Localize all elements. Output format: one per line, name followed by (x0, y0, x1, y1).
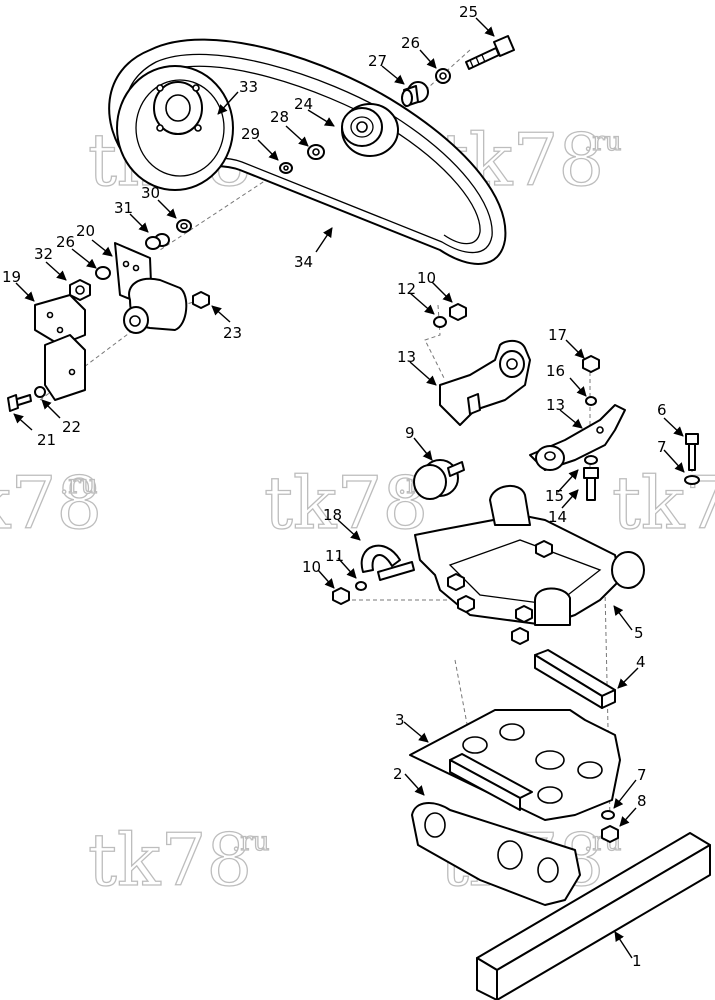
washer-26b (95, 266, 111, 280)
bolt-21 (7, 394, 32, 412)
callout-9: 9 (405, 424, 415, 442)
callout-11: 11 (325, 547, 344, 565)
washer-11 (355, 581, 367, 591)
svg-text:tk78: tk78 (264, 461, 428, 545)
callout-20: 20 (76, 222, 95, 240)
washer-7b (601, 810, 615, 820)
callout-16: 16 (546, 362, 565, 380)
callout-15: 15 (545, 487, 564, 505)
callout-labels: 1 2 3 4 5 6 7 7 8 9 10 10 11 12 13 13 14… (2, 3, 667, 970)
washer-30-hole (180, 222, 188, 230)
u-clamp-18 (360, 544, 415, 581)
callout-7-upper: 7 (657, 438, 667, 456)
callout-24: 24 (294, 95, 313, 113)
nut-32 (69, 279, 91, 301)
skid-bar-1 (476, 832, 711, 1000)
svg-text:.ru: .ru (232, 827, 269, 857)
callout-7-lower: 7 (637, 766, 647, 784)
callout-10-upper: 10 (417, 269, 436, 287)
callout-13-right: 13 (546, 396, 565, 414)
nut-10b (332, 587, 350, 605)
bolt-15 (583, 467, 599, 501)
callout-17: 17 (548, 326, 567, 344)
svg-text:.ru: .ru (60, 470, 97, 500)
callout-leaders (13, 17, 685, 959)
callout-22: 22 (62, 418, 81, 436)
callout-29: 29 (241, 125, 260, 143)
callout-28: 28 (270, 108, 289, 126)
callout-13-left: 13 (397, 348, 416, 366)
callout-30: 30 (141, 184, 160, 202)
spacer-27 (401, 81, 429, 107)
callout-2: 2 (393, 765, 403, 783)
callout-4: 4 (636, 653, 646, 671)
callout-10-lower: 10 (302, 558, 321, 576)
callout-32: 32 (34, 245, 53, 263)
watermark: tk78 (611, 460, 715, 545)
bracket-19 (34, 294, 86, 401)
washer-22 (34, 386, 46, 398)
lower-bracket-2 (411, 802, 581, 906)
washer-28-hole (312, 148, 320, 156)
callout-19: 19 (2, 268, 21, 286)
bolt-25 (465, 35, 515, 70)
bracket-13b (529, 404, 626, 471)
callout-25: 25 (459, 3, 478, 21)
watermark: tk78 .ru (263, 460, 436, 545)
nut-10 (449, 303, 467, 321)
washer-12 (433, 316, 447, 328)
washer-31b (145, 236, 161, 250)
spacer-bar-4 (534, 649, 616, 709)
callout-8: 8 (637, 792, 647, 810)
callout-26-top: 26 (401, 34, 420, 52)
idler-pulley (341, 103, 399, 157)
washer-14 (584, 455, 598, 465)
svg-text:tk78: tk78 (0, 461, 102, 545)
callout-27: 27 (368, 52, 387, 70)
callout-1: 1 (632, 952, 642, 970)
callout-26-left: 26 (56, 233, 75, 251)
callout-34: 34 (294, 253, 313, 271)
washer-16 (585, 396, 597, 406)
washer-7a (684, 475, 700, 485)
nut-23 (192, 291, 210, 309)
callout-33: 33 (239, 78, 258, 96)
watermark: tk78 .ru (0, 460, 103, 545)
bolt-6 (685, 433, 699, 471)
watermark: tk78 .ru (87, 817, 270, 902)
nut-8 (601, 825, 619, 843)
base-plate-3 (409, 709, 621, 821)
washer-29-hole (283, 165, 289, 171)
callout-14: 14 (548, 508, 567, 526)
large-pulley (116, 65, 234, 191)
callout-3: 3 (395, 711, 405, 729)
callout-31: 31 (114, 199, 133, 217)
nut-17 (582, 355, 600, 373)
svg-text:.ru: .ru (584, 127, 621, 157)
svg-text:tk78: tk78 (88, 818, 252, 902)
callout-12: 12 (397, 280, 416, 298)
svg-text:tk78: tk78 (612, 461, 715, 545)
engine-frame-5 (414, 485, 645, 645)
callout-18: 18 (323, 506, 342, 524)
rubber-mount-9 (413, 459, 465, 500)
tensioner-arm-20 (114, 242, 188, 334)
callout-21: 21 (37, 431, 56, 449)
callout-6: 6 (657, 401, 667, 419)
bracket-13a (439, 339, 531, 426)
callout-5: 5 (634, 624, 644, 642)
washer-26-hole (439, 72, 447, 80)
callout-23: 23 (223, 324, 242, 342)
